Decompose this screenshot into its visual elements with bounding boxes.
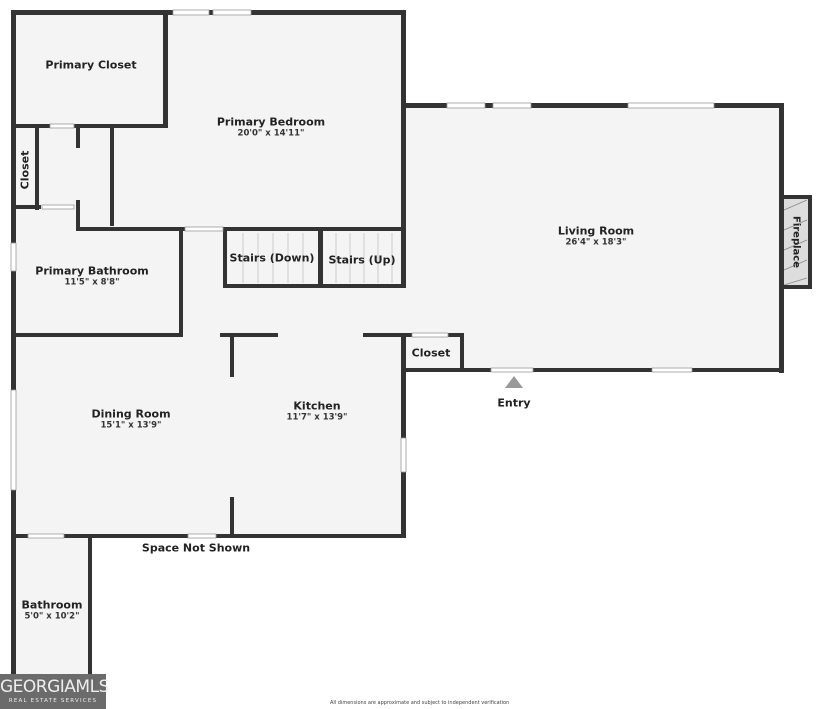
- room-name: Fireplace: [790, 215, 802, 269]
- room-dims: 11'7" x 13'9": [286, 412, 348, 423]
- entry-label: Entry: [497, 397, 530, 410]
- georgia-mls-logo: GEORGIAMLS REAL ESTATE SERVICES: [0, 674, 109, 709]
- room-name: Primary Bedroom: [216, 115, 326, 129]
- room-dims: 11'5" x 8'8": [64, 277, 120, 288]
- room-name: Dining Room: [91, 407, 171, 421]
- room-dims: 26'4" x 18'3": [565, 237, 627, 248]
- bathroom-area: [13, 536, 90, 675]
- disclaimer: All dimensions are approximate and subje…: [330, 700, 510, 706]
- upper-floor-area: [13, 12, 403, 230]
- room-name: Primary Bathroom: [35, 264, 149, 278]
- entry-text: Entry: [497, 396, 531, 410]
- living-room-area: [403, 105, 781, 370]
- fireplace-area: [781, 197, 810, 287]
- room-fireplace: Fireplace: [791, 216, 802, 268]
- room-name: Stairs (Up): [328, 253, 396, 267]
- room-name: Living Room: [557, 224, 635, 238]
- room-stairs-down: Stairs (Down): [230, 252, 315, 265]
- entry-arrow-icon: [505, 376, 523, 388]
- room-stairs-up: Stairs (Up): [328, 254, 395, 267]
- room-name: Stairs (Down): [229, 251, 315, 265]
- room-closet-left: Closet: [19, 151, 32, 190]
- space-not-shown-text: Space Not Shown: [141, 541, 251, 555]
- space-not-shown-label: Space Not Shown: [142, 542, 250, 555]
- room-name: Bathroom: [21, 598, 83, 612]
- logo-main-text: GEORGIAMLS: [0, 677, 109, 697]
- room-dims: 15'1" x 13'9": [100, 420, 162, 431]
- fireplace-hatch: [783, 199, 808, 286]
- stair-treads: [242, 233, 393, 283]
- room-dims: 20'0" x 14'11": [237, 128, 305, 139]
- windows: [10, 9, 715, 539]
- room-name: Closet: [411, 346, 451, 360]
- room-primary-closet: Primary Closet: [45, 59, 136, 72]
- room-closet-entry: Closet: [412, 347, 451, 360]
- room-name: Kitchen: [293, 399, 341, 413]
- logo-sub-text: REAL ESTATE SERVICES: [8, 698, 98, 704]
- room-name: Closet: [18, 150, 32, 190]
- room-dims: 5'0" x 10'2": [24, 611, 80, 622]
- room-name: Primary Closet: [45, 58, 137, 72]
- middle-floor-area: [13, 207, 403, 536]
